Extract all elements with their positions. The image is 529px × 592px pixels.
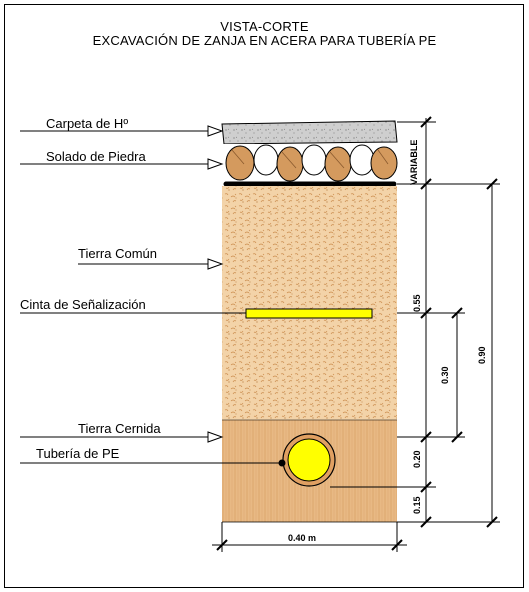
drawing-title-line1: VISTA-CORTE xyxy=(220,19,309,34)
dim-055: 0.55 xyxy=(412,294,422,312)
stone-bed xyxy=(223,144,398,187)
label-tierra-cernida: Tierra Cernida xyxy=(78,421,161,436)
dim-width: 0.40 m xyxy=(288,533,316,543)
label-carpeta: Carpeta de Hº xyxy=(46,116,129,131)
warning-tape xyxy=(245,308,373,319)
dim-020: 0.20 xyxy=(412,450,422,468)
label-cinta: Cinta de Señalización xyxy=(20,297,146,312)
label-leaders xyxy=(20,125,286,467)
drawing-title-line2: EXCAVACIÓN DE ZANJA EN ACERA PARA TUBERÍ… xyxy=(92,33,437,48)
common-soil-layer xyxy=(222,186,397,420)
label-solado: Solado de Piedra xyxy=(46,149,146,164)
drawing-frame xyxy=(4,4,524,588)
dimension-lines xyxy=(212,116,500,552)
dim-030: 0.30 xyxy=(440,366,450,384)
concrete-slab xyxy=(221,120,398,145)
pe-pipe xyxy=(282,433,336,487)
label-tuberia: Tubería de PE xyxy=(36,446,120,461)
label-tierra-comun: Tierra Común xyxy=(78,246,157,261)
dim-variable: VARIABLE xyxy=(409,140,419,185)
dim-015: 0.15 xyxy=(412,496,422,514)
dim-090: 0.90 xyxy=(477,346,487,364)
